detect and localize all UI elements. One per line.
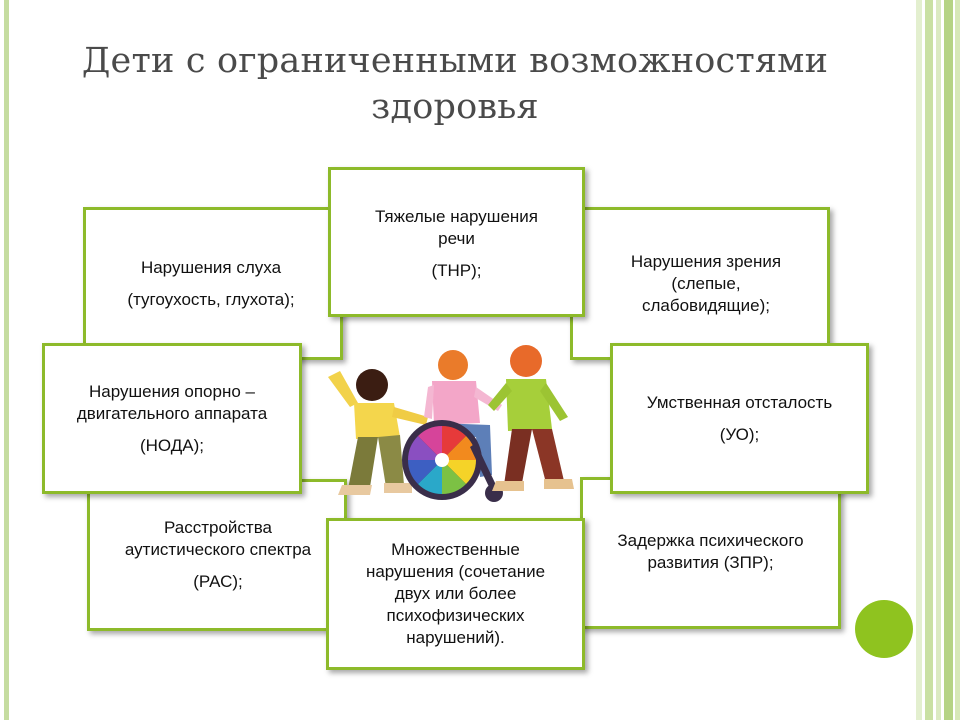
right-child-left-shoe — [492, 481, 524, 491]
box-speech-line-2: речи — [438, 229, 475, 248]
left-child-right-leg — [378, 435, 404, 487]
wheelchair-wheel-icon — [402, 420, 482, 500]
box-vision-line-3: слабовидящие); — [641, 295, 771, 315]
box-mental: Умственная отсталость (УО); — [610, 343, 869, 494]
right-child-right-leg — [532, 429, 564, 483]
box-vision-line-2: (слепые, — [671, 273, 741, 293]
box-musculoskeletal-line-1: Нарушения опорно – — [89, 381, 255, 401]
slide-title-line-2: здоровья — [371, 87, 539, 127]
left-child-head — [356, 369, 388, 401]
right-child-right-arm — [540, 383, 568, 421]
box-multiple-line-5: нарушений). — [406, 628, 505, 647]
right-child-left-leg — [504, 429, 532, 485]
left-child-right-shoe — [384, 483, 412, 493]
box-musculoskeletal: Нарушения опорно – двигательного аппарат… — [42, 343, 302, 494]
box-hearing: Нарушения слуха (тугоухость, глухота); — [83, 207, 343, 360]
box-autism-line-2: аутистического спектра — [124, 540, 312, 559]
wheelchair-frame — [470, 443, 496, 489]
box-vision: Нарушения зрения (слепые, слабовидящие); — [570, 207, 830, 360]
box-hearing-line-1: Нарушения слуха — [140, 257, 282, 277]
box-zpr: Задержка психического развития (ЗПР); — [580, 477, 841, 629]
children-with-wheelchair-icon — [328, 345, 574, 502]
box-mental-line-2: (УО); — [719, 425, 760, 444]
middle-child-left-arm — [424, 385, 434, 419]
box-autism: Расстройства аутистического спектра (РАС… — [87, 479, 347, 631]
middle-child-head — [438, 350, 468, 380]
slide-title-line-1: Дети с ограниченными возможностями — [81, 41, 829, 81]
box-speech-line-1: Тяжелые нарушения — [374, 207, 538, 226]
middle-child-shirt — [432, 381, 480, 425]
left-border-line — [4, 0, 9, 720]
box-multiple-line-2: нарушения (сочетание — [365, 562, 546, 581]
box-multiple-line-1: Множественные — [391, 540, 520, 559]
right-decorative-stripes — [916, 0, 960, 720]
right-child-shirt — [506, 379, 552, 431]
right-child-head — [510, 345, 542, 377]
box-multiple-line-4: психофизических — [386, 606, 525, 625]
right-child-right-shoe — [544, 479, 574, 489]
box-vision-line-1: Нарушения зрения — [630, 251, 782, 271]
box-multiple-line-3: двух или более — [394, 584, 517, 603]
right-child-left-arm — [488, 383, 512, 411]
box-speech: Тяжелые нарушения речи (ТНР); — [328, 167, 585, 317]
left-child-left-shoe — [338, 485, 372, 495]
left-child-arm — [392, 407, 428, 425]
box-multiple: Множественные нарушения (сочетание двух … — [326, 518, 585, 670]
box-hearing-line-2: (тугоухость, глухота); — [127, 289, 295, 309]
box-mental-line-1: Умственная отсталость — [646, 393, 833, 412]
box-musculoskeletal-line-3: (НОДА); — [139, 435, 205, 455]
box-speech-line-3: (ТНР); — [431, 261, 482, 280]
box-zpr-line-1: Задержка психического — [617, 531, 804, 550]
box-zpr-line-2: развития (ЗПР); — [647, 553, 774, 572]
left-child-left-leg — [348, 437, 378, 489]
slide-title: Дети с ограниченными возможностями здоро… — [60, 38, 850, 130]
left-child-raised-arm — [328, 371, 358, 407]
box-musculoskeletal-line-2: двигательного аппарата — [76, 403, 268, 423]
box-autism-line-1: Расстройства — [163, 518, 272, 537]
left-child-shirt — [354, 403, 400, 439]
green-circle-icon — [855, 600, 913, 658]
box-autism-line-3: (РАС); — [193, 572, 243, 591]
